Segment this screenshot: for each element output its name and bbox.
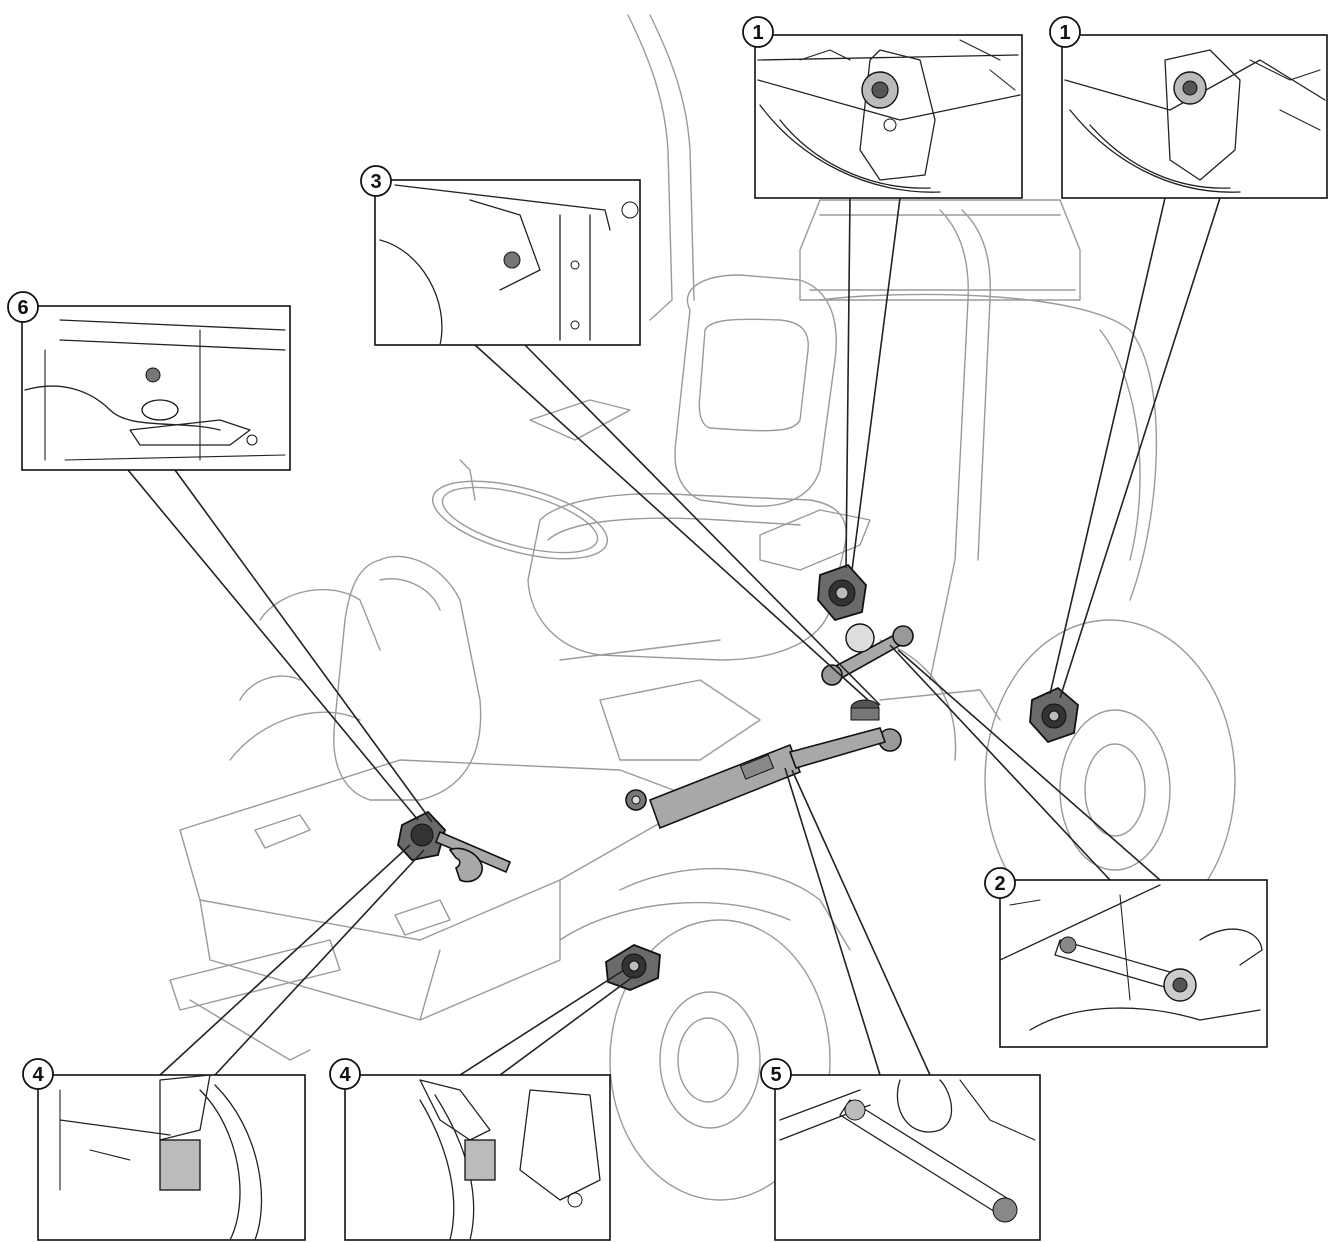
callout-6: 6 bbox=[7, 291, 39, 323]
callout-3-label: 3 bbox=[370, 171, 381, 193]
inset-5 bbox=[774, 1074, 1041, 1241]
callout-4b: 4 bbox=[329, 1058, 361, 1090]
component-rear-pivot-bearing bbox=[817, 563, 867, 622]
inset-6 bbox=[21, 305, 291, 471]
component-steering-shaft bbox=[397, 810, 512, 883]
callout-1a-label: 1 bbox=[752, 22, 763, 44]
callout-4a-label: 4 bbox=[32, 1064, 44, 1086]
callout-1b-label: 1 bbox=[1059, 22, 1070, 44]
callout-1b: 1 bbox=[1049, 16, 1081, 48]
component-grease-fitting-cap bbox=[850, 699, 902, 752]
callout-3: 3 bbox=[360, 165, 392, 197]
component-wheel-hub-bearing bbox=[1029, 686, 1079, 744]
inset-1-left bbox=[754, 34, 1023, 199]
leader-lines bbox=[127, 197, 1221, 1076]
inset-4-right bbox=[344, 1074, 611, 1241]
callout-1a: 1 bbox=[742, 16, 774, 48]
component-steering-cylinder bbox=[625, 727, 887, 830]
inset-2 bbox=[999, 879, 1268, 1048]
callout-2-label: 2 bbox=[994, 873, 1005, 895]
inset-4-left bbox=[37, 1074, 306, 1241]
inset-3 bbox=[374, 179, 641, 346]
callout-5: 5 bbox=[760, 1058, 792, 1090]
callout-4b-label: 4 bbox=[339, 1064, 351, 1086]
callout-4a: 4 bbox=[22, 1058, 54, 1090]
component-front-hub-bearing bbox=[605, 944, 661, 991]
component-tie-rod bbox=[821, 623, 914, 686]
inset-1-right bbox=[1061, 34, 1328, 199]
callout-5-label: 5 bbox=[770, 1064, 781, 1086]
callout-2: 2 bbox=[984, 867, 1016, 899]
callout-6-label: 6 bbox=[17, 297, 28, 319]
